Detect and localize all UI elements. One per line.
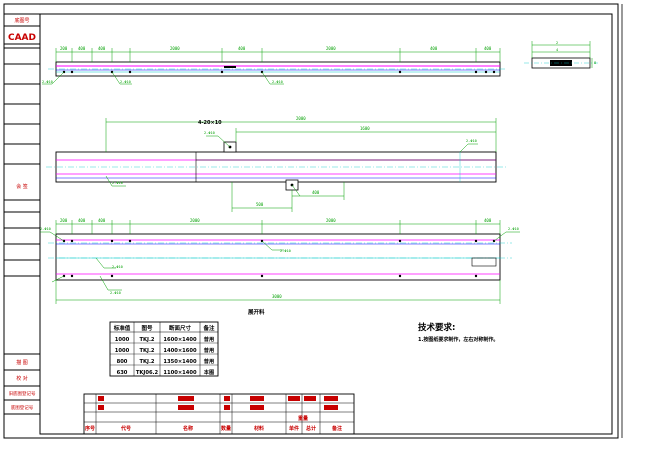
top-view: 200 400 400 2000 400 2000 400 400 2-Φ10 2-Φ10 2… xyxy=(42,46,506,85)
side-label-drawing-no: 底图号 xyxy=(14,17,29,24)
middle-view: 2000 1600 500 400 4-20×10 2-Φ10 2-Φ10 2-Φ1… xyxy=(46,116,506,212)
svg-text:400: 400 xyxy=(78,218,86,223)
svg-text:4: 4 xyxy=(556,48,558,52)
view-caption: 展开料 xyxy=(248,308,265,316)
svg-text:2-Φ10: 2-Φ10 xyxy=(40,227,51,231)
table-cell: 1000 xyxy=(115,337,130,343)
table-cell: 本图 xyxy=(204,368,214,376)
svg-text:2: 2 xyxy=(556,41,558,45)
bottom-total-dim: 3000 xyxy=(272,294,282,299)
svg-text:2-Φ10: 2-Φ10 xyxy=(120,80,131,84)
middle-total-dim: 2000 xyxy=(296,116,306,121)
section-detail: 2 4 8 xyxy=(524,41,598,69)
table-cell: TKJ06.2 xyxy=(136,370,159,376)
svg-text:8: 8 xyxy=(594,61,596,65)
table-header-cell: 备注 xyxy=(202,324,215,332)
svg-text:2000: 2000 xyxy=(326,218,336,223)
middle-bottom-dim-2: 400 xyxy=(312,190,320,195)
svg-text:2-Φ10: 2-Φ10 xyxy=(204,131,215,135)
spec-table xyxy=(109,321,219,377)
table-header-cell: 图号 xyxy=(141,324,153,332)
svg-text:2-Φ10: 2-Φ10 xyxy=(110,291,121,295)
title-block-col-label: 序号 xyxy=(84,425,95,432)
tech-line-1: 1.按图纸要求制作，左右对称制作。 xyxy=(418,336,498,343)
svg-text:2000: 2000 xyxy=(190,218,200,223)
svg-text:400: 400 xyxy=(78,46,86,51)
title-block-col-label: 名称 xyxy=(183,425,193,432)
table-cell: 1100×1400 xyxy=(163,370,197,376)
table-cell: 1000 xyxy=(115,348,130,354)
middle-hole-note: 4-20×10 xyxy=(198,120,222,126)
svg-text:400: 400 xyxy=(238,46,246,51)
table-cell: 800 xyxy=(117,359,128,365)
table-cell: 1350×1400 xyxy=(163,359,197,365)
svg-text:400: 400 xyxy=(430,46,438,51)
svg-text:400: 400 xyxy=(98,46,106,51)
table-cell: TKJ.2 xyxy=(139,359,154,365)
table-cell: 普用 xyxy=(204,335,214,343)
svg-text:2-Φ10: 2-Φ10 xyxy=(280,249,291,253)
side-label-check: 校 对 xyxy=(16,375,28,382)
svg-text:2-Φ10: 2-Φ10 xyxy=(272,80,283,84)
svg-text:200: 200 xyxy=(60,46,68,51)
side-label-trace: 描 图 xyxy=(16,359,28,366)
title-block-col-label: 备注 xyxy=(331,425,342,432)
table-cell: TKJ.2 xyxy=(139,348,154,354)
svg-text:2-Φ10: 2-Φ10 xyxy=(42,80,53,84)
middle-bottom-dim-1: 500 xyxy=(256,202,264,207)
side-label-countersign: 会 签 xyxy=(16,183,28,190)
svg-text:2-Φ10: 2-Φ10 xyxy=(466,139,477,143)
table-cell: 普用 xyxy=(204,357,214,365)
table-cell: 普用 xyxy=(204,346,214,354)
svg-text:400: 400 xyxy=(98,218,106,223)
table-cell: 630 xyxy=(117,370,128,376)
title-block-col-label: 材料 xyxy=(254,425,264,432)
title-block xyxy=(83,393,355,435)
side-column: 底图号 CAAD 会 签 描 图 校 对 旧底图登记号 底图登记号 xyxy=(4,13,40,415)
svg-text:400: 400 xyxy=(484,218,492,223)
svg-text:2000: 2000 xyxy=(326,46,336,51)
outer-frame xyxy=(3,3,619,439)
title-block-col-label: 总计 xyxy=(306,425,316,432)
title-block-labels: 序号 代号 名称 数量 材料 单件总计 备注 重量 xyxy=(84,415,342,432)
table-cell: TKJ.2 xyxy=(139,337,154,343)
svg-text:2-Φ10: 2-Φ10 xyxy=(112,265,123,269)
title-block-col-label: 代号 xyxy=(120,425,131,432)
side-label-caad: CAAD xyxy=(8,33,36,43)
svg-text:2000: 2000 xyxy=(170,46,180,51)
svg-text:2-Φ10: 2-Φ10 xyxy=(112,181,123,185)
svg-text:400: 400 xyxy=(484,46,492,51)
table-header-cell: 标准值 xyxy=(113,324,131,332)
side-label-old-reg: 旧底图登记号 xyxy=(9,390,36,397)
side-label-reg: 底图登记号 xyxy=(11,404,34,411)
svg-text:200: 200 xyxy=(60,218,68,223)
middle-sub-dim: 1600 xyxy=(360,126,370,131)
table-cell: 1400×1600 xyxy=(163,348,197,354)
table-header-cell: 断面尺寸 xyxy=(169,324,192,332)
title-block-col-label: 数量 xyxy=(221,425,231,432)
title-block-col-label: 单件 xyxy=(289,425,299,432)
svg-text:2-Φ10: 2-Φ10 xyxy=(508,227,519,231)
table-cell: 1600×1400 xyxy=(163,337,197,343)
tech-title: 技术要求: xyxy=(418,322,455,333)
title-block-weight-label: 重量 xyxy=(298,415,308,422)
